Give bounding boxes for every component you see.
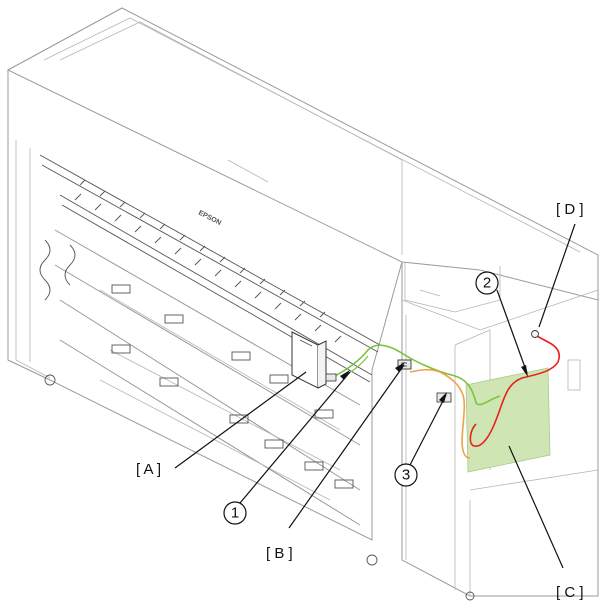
brand-logo-text: EPSON — [197, 210, 222, 227]
main-board — [465, 367, 551, 473]
callout-3: 3 — [394, 463, 418, 487]
part-a-bracket — [291, 331, 327, 389]
callout-3-number: 3 — [402, 467, 410, 484]
callout-1-number: 1 — [231, 505, 239, 522]
label-d: [ D ] — [556, 201, 584, 218]
leader-lines — [174, 223, 576, 569]
paper-feed-mechanism — [39, 154, 475, 601]
connector-a — [325, 373, 337, 382]
red-cable — [469, 334, 561, 447]
green-cable — [329, 344, 501, 406]
callout-2: 2 — [475, 271, 499, 295]
printer-body — [6, 7, 599, 597]
label-b: [ B ] — [266, 545, 293, 562]
label-c: [ C ] — [556, 584, 584, 601]
callout-1: 1 — [223, 501, 247, 525]
label-a: [ A ] — [136, 461, 161, 478]
orange-cable — [409, 368, 471, 459]
connector-d — [531, 330, 539, 338]
callout-2-number: 2 — [483, 275, 491, 292]
